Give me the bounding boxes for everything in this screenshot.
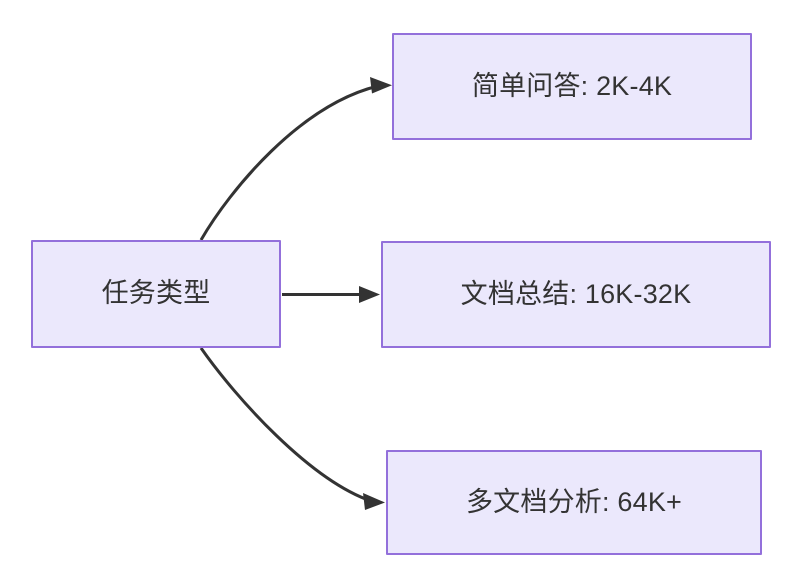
node-simple-qa-label: 简单问答: 2K-4K [471,70,673,101]
node-multi-document-analysis-label: 多文档分析: 64K+ [465,486,682,517]
edge-root-to-simple-qa-arrowhead [370,77,392,94]
edge-root-to-doc-sum [282,286,380,303]
node-simple-qa[interactable]: 简单问答: 2K-4K [392,33,752,140]
edge-root-to-multi-doc-line [199,347,372,503]
node-document-summary-label: 文档总结: 16K-32K [460,278,692,309]
edge-root-to-multi-doc [199,347,385,510]
edge-root-to-doc-sum-arrowhead [359,286,380,303]
node-document-summary[interactable]: 文档总结: 16K-32K [381,241,771,348]
edge-root-to-simple-qa [199,77,392,241]
edge-root-to-multi-doc-arrowhead [363,493,385,510]
node-task-type[interactable]: 任务类型 [31,240,281,348]
node-multi-document-analysis[interactable]: 多文档分析: 64K+ [386,450,762,555]
node-task-type-label: 任务类型 [101,278,211,309]
edge-root-to-simple-qa-line [199,84,379,241]
